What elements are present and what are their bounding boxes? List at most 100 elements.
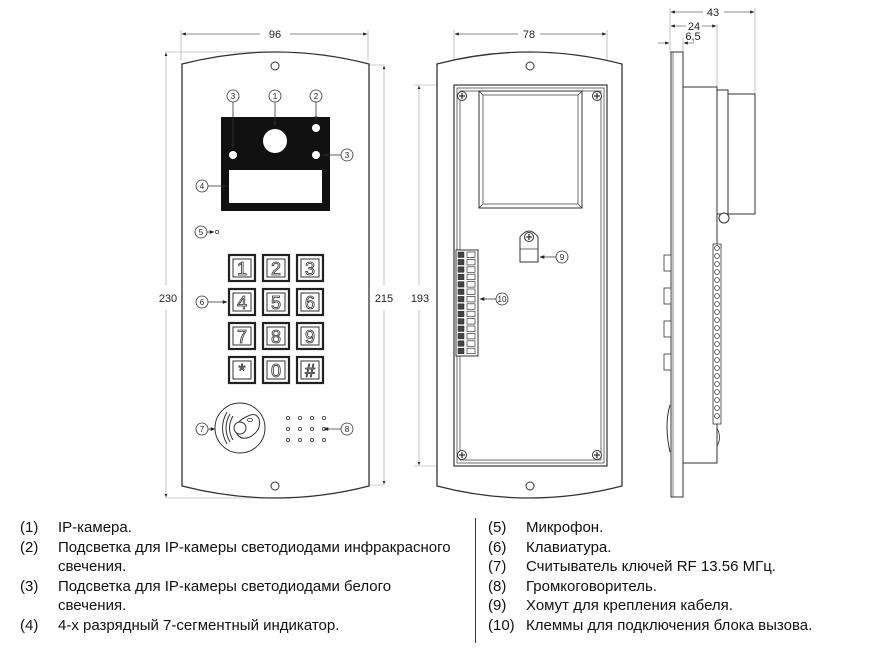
side-terminal <box>714 349 720 355</box>
side-terminal-strip <box>712 243 722 425</box>
svg-text:3: 3 <box>231 92 236 101</box>
terminal-slot <box>466 347 476 355</box>
terminal-screw <box>457 325 465 332</box>
legend-item-5: (5)Микрофон. <box>488 519 604 536</box>
speaker-hole <box>285 415 290 420</box>
svg-text:1: 1 <box>273 92 278 101</box>
side-terminal <box>714 317 720 323</box>
dimension-label-193: 193 <box>411 293 429 305</box>
side-terminal <box>714 309 720 315</box>
bottom-screw-hole <box>270 481 280 491</box>
terminal-screw <box>457 296 465 303</box>
back-module <box>478 90 583 209</box>
dimension-front-width: 96 <box>180 29 369 60</box>
keypad-key[interactable]: 4 <box>227 287 257 317</box>
keypad-key-label: 4 <box>237 293 247 313</box>
terminal-screw <box>457 318 465 325</box>
microphone-hole <box>215 230 219 234</box>
svg-text:7: 7 <box>200 425 205 434</box>
side-terminal <box>714 405 720 411</box>
ip-camera-lens <box>263 129 287 153</box>
side-reader-profile <box>666 404 671 453</box>
keypad-key-label: 2 <box>271 259 281 279</box>
screw-icon <box>592 91 602 101</box>
terminal-block <box>455 249 479 357</box>
legend-item-6: (6)Клавиатура. <box>488 538 612 556</box>
callout-5: 5 <box>194 225 219 239</box>
back-bottom-hole <box>525 481 535 491</box>
terminal-screw <box>457 303 465 310</box>
keypad-key-label: 1 <box>237 259 247 279</box>
keypad-key-label: 8 <box>271 327 281 347</box>
white-led-left <box>229 151 237 159</box>
side-key <box>663 353 672 371</box>
keypad-key-label: 9 <box>305 327 315 347</box>
callout-7: 7 <box>195 422 216 436</box>
keypad-key[interactable]: 3 <box>295 253 325 283</box>
terminal-slot <box>466 288 476 295</box>
white-led-right <box>312 151 320 159</box>
side-terminal <box>714 333 720 339</box>
keypad-key[interactable]: 5 <box>261 287 291 317</box>
dimension-side-24: 24 <box>670 21 718 90</box>
keypad-key[interactable]: 8 <box>261 321 291 351</box>
terminal-screw <box>457 259 465 266</box>
terminal-slot <box>466 310 476 318</box>
legend-left: (1)IP-камера. (2)Подсветка для IP-камеры… <box>20 518 460 635</box>
side-view: 43 24 6,5 <box>658 7 756 498</box>
callout-1: 1 <box>268 89 282 127</box>
terminal-slot <box>466 296 476 303</box>
svg-text:6,5: 6,5 <box>685 31 700 43</box>
keypad-key-label: 3 <box>305 259 315 279</box>
svg-text:4: 4 <box>200 182 205 191</box>
keypad-key-label: 5 <box>271 293 281 313</box>
keypad-key[interactable]: 1 <box>227 253 257 283</box>
dimension-label-78: 78 <box>523 29 535 41</box>
legend-right: (5)Микрофон. (6)Клавиатура. (7)Считывате… <box>475 518 892 643</box>
side-terminal <box>714 341 720 347</box>
side-terminal <box>714 277 720 283</box>
dimension-front-height-outer: 230 <box>159 51 275 499</box>
keypad-key[interactable]: 0 <box>261 355 291 385</box>
terminal-screw <box>457 288 465 295</box>
legend-item-9: (9)Хомут для крепления кабеля. <box>488 597 733 614</box>
speaker-hole <box>297 426 302 431</box>
screw-icon <box>457 450 467 460</box>
terminal-screw <box>457 273 465 280</box>
legend-item-4: (4)4-х разрядный 7-сегментный индикатор. <box>20 616 340 634</box>
keypad-key[interactable]: 6 <box>295 287 325 317</box>
keypad-key[interactable]: 9 <box>295 321 325 351</box>
speaker-hole <box>297 437 302 442</box>
terminal-slot <box>466 273 476 281</box>
side-terminal <box>714 357 720 363</box>
dimension-label-96: 96 <box>269 29 281 41</box>
legend-item-8: (8)Громкоговоритель. <box>488 577 657 595</box>
svg-text:8: 8 <box>345 425 350 434</box>
callout-4: 4 <box>195 179 228 193</box>
callout-6: 6 <box>195 295 228 309</box>
keypad-key-label: * <box>238 361 245 381</box>
cable-clamp <box>519 230 539 263</box>
callout-10: 10 <box>479 292 509 306</box>
speaker-hole <box>309 426 314 431</box>
callout-9: 9 <box>539 250 569 264</box>
side-terminal <box>714 253 720 259</box>
callout-3-left: 3 <box>226 89 240 149</box>
front-view: 96 230 215 <box>159 29 393 499</box>
side-terminal <box>714 301 720 307</box>
keypad-key[interactable]: * <box>227 355 257 385</box>
keypad-key[interactable]: 2 <box>261 253 291 283</box>
speaker-hole <box>321 437 326 442</box>
keypad-key-label: 0 <box>271 361 281 381</box>
terminal-screw <box>457 281 465 288</box>
callout-8: 8 <box>323 422 354 436</box>
keypad-key-label: 6 <box>305 293 315 313</box>
keypad-key[interactable]: 7 <box>227 321 257 351</box>
terminal-screw <box>457 340 465 347</box>
side-terminal <box>714 365 720 371</box>
keypad-key[interactable]: # <box>295 355 325 385</box>
dimension-side-6-5: 6,5 <box>658 31 701 52</box>
back-view: 78 193 <box>411 29 623 499</box>
technical-drawing: 96 230 215 <box>159 7 756 499</box>
